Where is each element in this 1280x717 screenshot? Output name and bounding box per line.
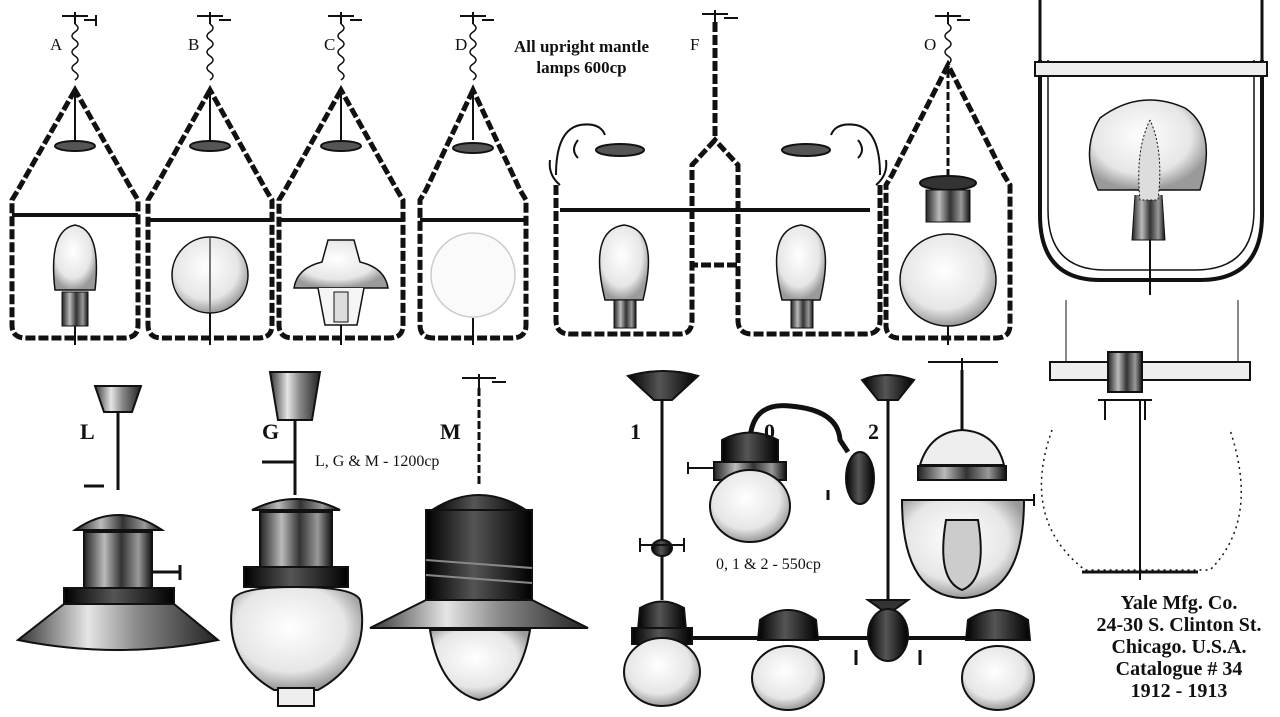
lamp-label-M: M bbox=[440, 419, 461, 444]
dotted-globe-lamp bbox=[1040, 300, 1251, 580]
company-block: Yale Mfg. Co. 24-30 S. Clinton St. Chica… bbox=[1084, 592, 1274, 702]
lamp-label-1: 1 bbox=[630, 419, 641, 444]
lamp-label-G: G bbox=[262, 419, 280, 444]
lamp-label-D: D bbox=[455, 35, 468, 54]
small-caption: 0, 1 & 2 - 550cp bbox=[716, 556, 821, 573]
company-years: 1912 - 1913 bbox=[1130, 680, 1228, 702]
lamp-O bbox=[883, 12, 1013, 345]
upright-heading: All upright mantle lamps 600cp bbox=[514, 36, 649, 78]
company-city: Chicago. U.S.A. bbox=[1111, 636, 1247, 658]
lamp-label-0: 0 bbox=[764, 419, 775, 444]
lamp-F bbox=[548, 10, 888, 337]
inverted-caption: L, G & M - 1200cp bbox=[315, 453, 440, 470]
lamp-A bbox=[9, 12, 141, 345]
lamp-label-C: C bbox=[324, 35, 336, 54]
upright-heading-line1: All upright mantle bbox=[514, 37, 650, 56]
lamp-label-A: A bbox=[50, 35, 63, 54]
lamp-0-bracket bbox=[687, 403, 875, 543]
lamp-2-bar bbox=[751, 374, 1035, 711]
lamp-B bbox=[145, 12, 275, 345]
lamp-label-F: F bbox=[690, 35, 700, 54]
inverted-mantle-lamp bbox=[900, 358, 1035, 600]
lamp-label-2: 2 bbox=[868, 419, 879, 444]
lamp-M bbox=[369, 374, 589, 702]
lamp-C bbox=[276, 12, 406, 345]
lamp-D bbox=[417, 12, 529, 345]
upright-heading-line2: lamps 600cp bbox=[536, 58, 627, 77]
company-name: Yale Mfg. Co. bbox=[1120, 592, 1238, 614]
company-address: 24-30 S. Clinton St. bbox=[1096, 614, 1262, 636]
company-catalogue: Catalogue # 34 bbox=[1115, 658, 1243, 680]
frame-inverted-lamp bbox=[1034, 0, 1268, 295]
lamp-label-L: L bbox=[80, 419, 95, 444]
lamp-L bbox=[15, 385, 221, 651]
lamp-label-O: O bbox=[924, 35, 937, 54]
lamp-label-B: B bbox=[188, 35, 200, 54]
lamp-G bbox=[230, 371, 364, 707]
lamp-1-bar bbox=[623, 370, 1000, 707]
